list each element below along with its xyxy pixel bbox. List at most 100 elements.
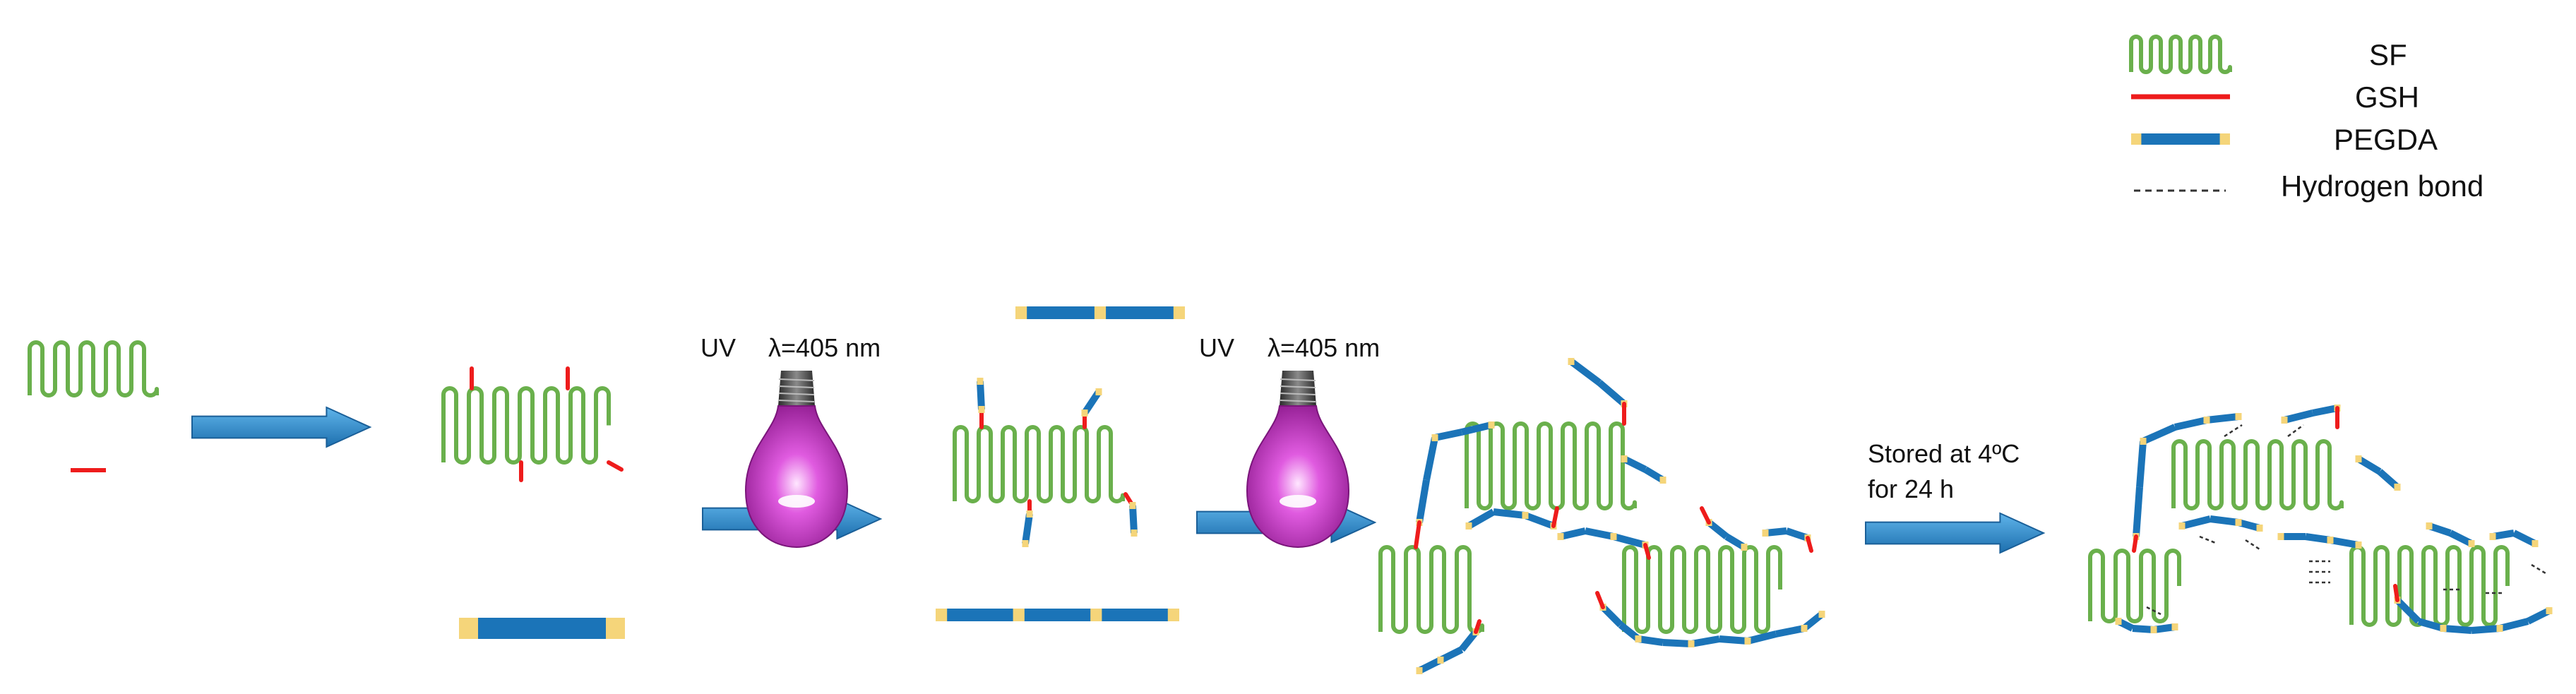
pegda-arm <box>2281 405 2341 424</box>
storage-line-1: Stored at 4ºC <box>1868 439 2020 468</box>
pegda-body <box>2492 530 2515 540</box>
pegda-body <box>1597 380 1627 407</box>
gsh-link <box>2132 534 2138 553</box>
pegda-arm <box>1621 455 1666 484</box>
lamp-glass <box>744 405 849 549</box>
pegda-cap <box>2277 533 2284 540</box>
pegda-cap <box>1522 512 1529 519</box>
hydrogen-bond <box>2531 563 2546 575</box>
pegda-bottom-link <box>2115 618 2178 633</box>
legend-gsh-label: GSH <box>2355 80 2419 114</box>
process-arrow-icon <box>191 406 372 448</box>
pegda-cap <box>2546 607 2553 614</box>
pegda-body <box>2132 625 2154 633</box>
gsh-link <box>1806 536 1813 553</box>
pegda-cap <box>936 609 948 621</box>
pegda-cap <box>459 618 478 639</box>
pegda-cap <box>2235 413 2242 420</box>
pegda-body <box>2395 597 2421 624</box>
pegda-cap <box>1129 502 1136 509</box>
pegda-cap <box>978 406 985 413</box>
stage-3-components <box>936 306 1185 621</box>
storage-line-2: for 24 h <box>1868 474 1954 503</box>
pegda-body <box>1775 625 1805 638</box>
gsh-link <box>1414 520 1421 549</box>
gsh-link <box>1551 506 1559 528</box>
pegda-cap <box>1741 544 1748 551</box>
legend-hbond-label: Hydrogen bond <box>2281 169 2483 203</box>
pegda-crosslink <box>2426 522 2475 547</box>
pegda-cap <box>2150 626 2157 633</box>
lamp-thread <box>1280 378 1316 381</box>
pegda-arm <box>1416 434 1438 526</box>
pegda-cap <box>1131 530 1138 537</box>
pegda-cap <box>1568 358 1575 365</box>
pegda-body <box>2471 625 2500 634</box>
sf-raw-path <box>28 340 159 397</box>
pegda-cap <box>1081 409 1088 417</box>
pegda-cap <box>1801 625 1808 632</box>
pegda-arm <box>1022 510 1033 547</box>
pegda-chains <box>936 306 1185 621</box>
pegda-cap <box>1818 611 1825 618</box>
stage-2-components <box>441 366 625 639</box>
gsh-link <box>607 460 624 472</box>
gsh-link <box>1474 619 1481 634</box>
gsh-link <box>1643 543 1651 560</box>
pegda-body <box>1460 421 1493 436</box>
pegda-cap <box>1015 306 1027 319</box>
pegda-free <box>459 618 625 639</box>
pegda-body <box>2206 413 2239 424</box>
pegda-cap <box>2131 133 2142 145</box>
pegda-body <box>459 618 625 639</box>
pegda-body <box>1765 527 1787 537</box>
pegda-cap <box>2355 542 2362 549</box>
sf-lower-right-path <box>1622 545 1782 634</box>
pegda-cap <box>1621 455 1628 462</box>
pegda-arm <box>1081 388 1102 417</box>
process-arrow-icon <box>1865 512 2046 554</box>
pegda-body <box>2443 625 2472 634</box>
pegda-cap <box>1610 533 1617 540</box>
pegda-cap <box>2235 519 2242 526</box>
pegda-body <box>1493 508 1526 519</box>
pegda-body <box>1719 635 1748 645</box>
pegda-body <box>1423 437 1438 481</box>
pegda-cap <box>2355 455 2362 462</box>
uv2-label: UV <box>1199 333 1234 362</box>
pegda-cap <box>1465 522 1472 530</box>
pegda-cap <box>1022 540 1029 547</box>
pegda-body <box>1569 359 1602 385</box>
pegda-crosslink <box>1465 508 1557 530</box>
pegda-arm <box>977 378 985 413</box>
pegda-body <box>2181 515 2212 530</box>
pegda-bottom-loop <box>2394 597 2553 634</box>
pegda-cap <box>1173 306 1185 319</box>
pegda-cap <box>2496 625 2503 632</box>
pegda-cap <box>1094 306 1107 319</box>
uv1-wavelength: λ=405 nm <box>768 333 881 362</box>
uv-step-1: UV λ=405 nm <box>700 333 881 549</box>
pegda-cap <box>1090 609 1102 621</box>
pegda-cap <box>1744 638 1751 645</box>
sf-pegda-path <box>953 425 1125 503</box>
pegda-body <box>2131 133 2230 145</box>
lamp-thread <box>778 378 815 381</box>
pegda-arm <box>2355 455 2401 491</box>
pegda-body <box>2448 530 2474 547</box>
pegda-cap <box>2327 537 2334 544</box>
pegda-cap <box>1167 609 1179 621</box>
pegda-body <box>2312 405 2338 417</box>
hydrogen-bond <box>2245 539 2260 551</box>
pegda-cap <box>2219 133 2230 145</box>
hydrogen-bonds <box>2146 424 2546 616</box>
pegda-tail <box>1416 628 1479 674</box>
pegda-body <box>1129 505 1138 534</box>
uv1-label: UV <box>700 333 736 362</box>
pegda-molecule <box>459 618 625 639</box>
pegda-cap <box>1437 657 1444 664</box>
gsh-grafts <box>470 366 624 482</box>
lamp-thread <box>1280 393 1316 395</box>
pegda-body <box>1022 513 1033 544</box>
